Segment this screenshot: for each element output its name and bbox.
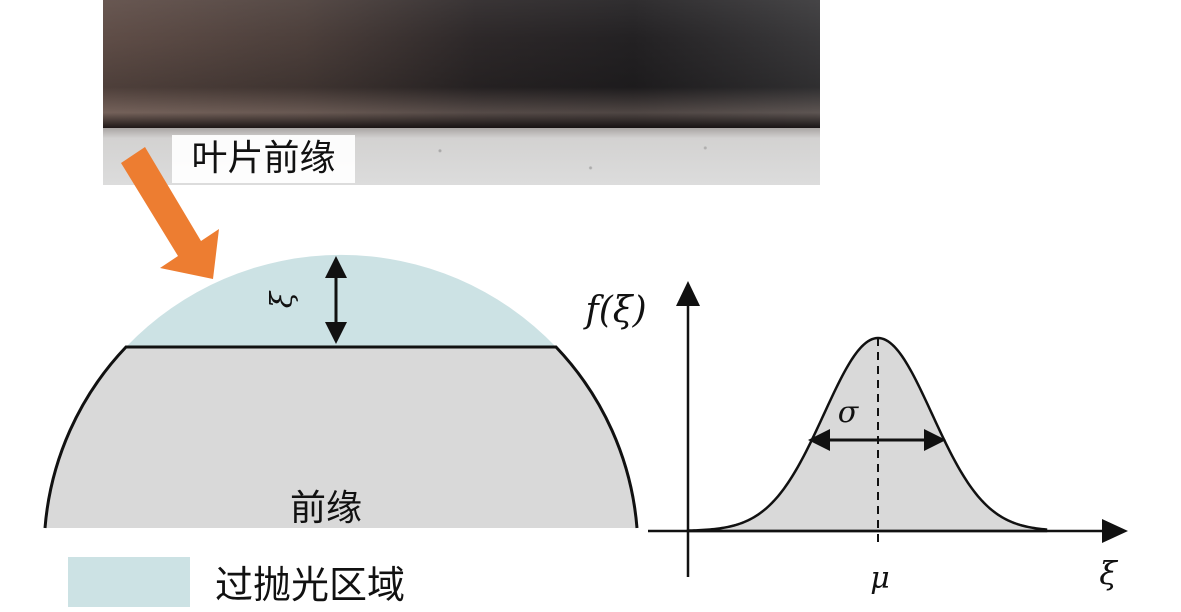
cap-thickness-symbol: ξ [265, 290, 300, 308]
legend-swatch [68, 557, 190, 607]
photo-label: 叶片前缘 [172, 135, 355, 183]
y-axis-arrow-icon [676, 281, 700, 306]
y-axis-label: f(ξ) [582, 290, 646, 331]
thickness-arrow [325, 256, 347, 344]
blade-photo [103, 0, 820, 185]
leading-edge-body [45, 347, 637, 528]
over-polished-region [126, 254, 556, 347]
pointer-arrow-icon [121, 147, 219, 279]
leading-edge-outline [43, 345, 639, 529]
x-axis [648, 519, 1128, 543]
distribution-curve [686, 336, 1048, 533]
legend-label: 过抛光区域 [215, 563, 405, 607]
blade-metal-surface [103, 0, 820, 128]
x-axis-arrow-icon [1102, 519, 1128, 543]
spread-arrow [808, 429, 946, 451]
leading-edge-label: 前缘 [290, 488, 362, 529]
mean-label: μ [870, 561, 890, 596]
spread-label: σ [838, 395, 860, 430]
x-axis-label: ξ [1099, 554, 1118, 592]
y-axis [676, 281, 700, 577]
